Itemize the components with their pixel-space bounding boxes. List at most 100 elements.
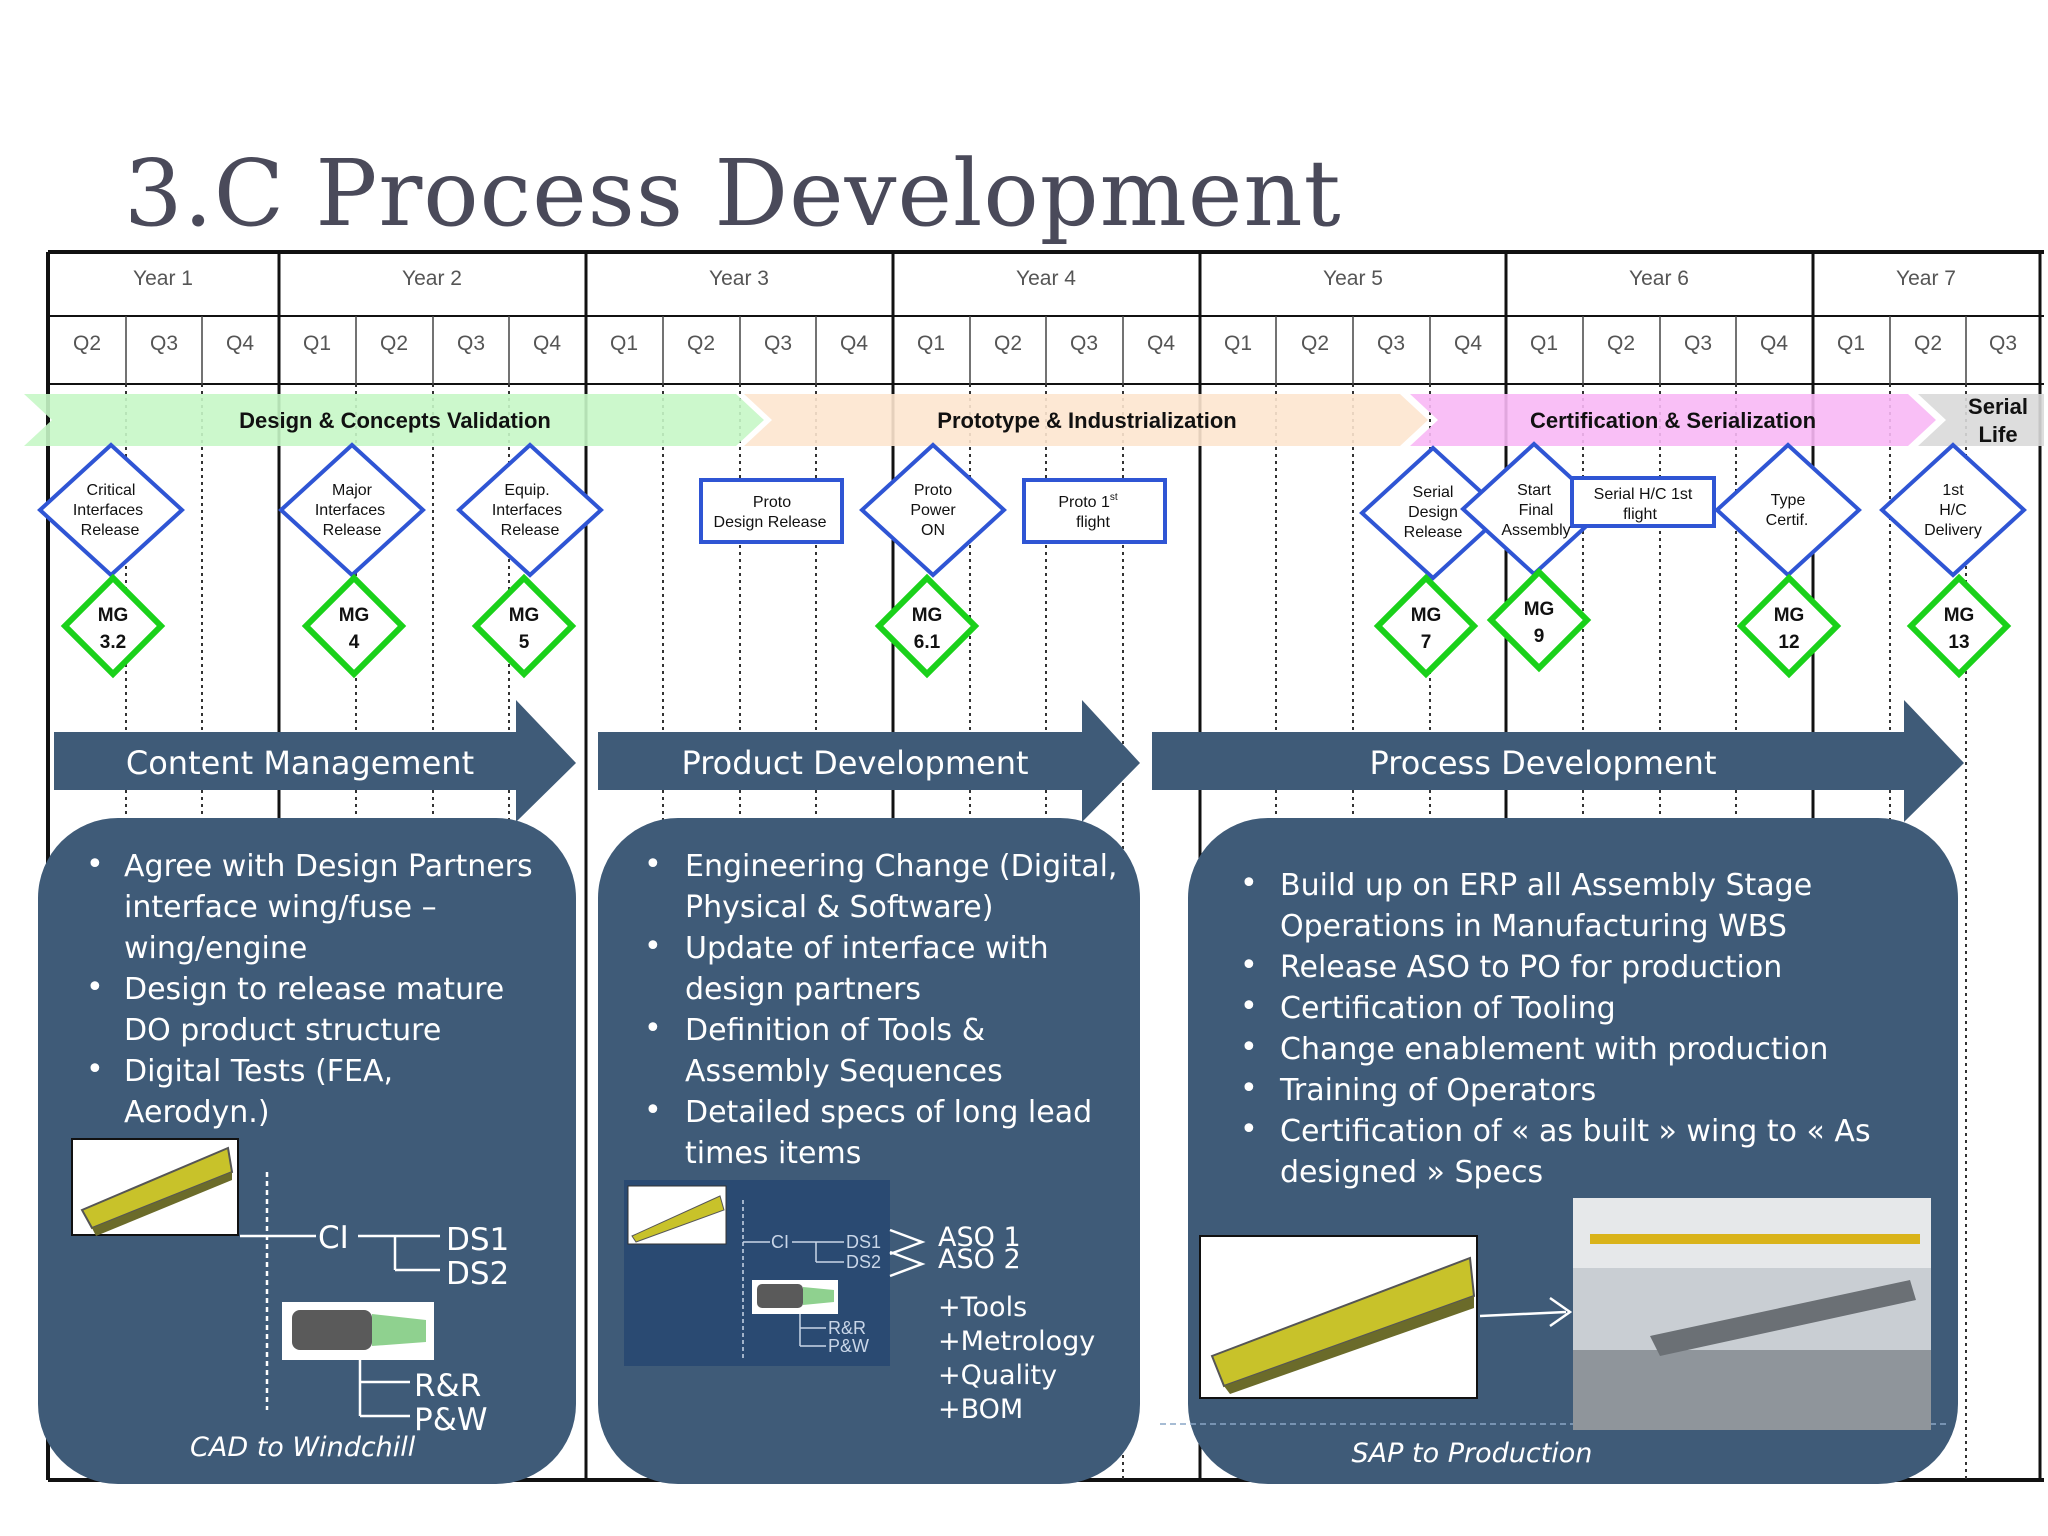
- bullet-line: Certification of Tooling: [1280, 991, 1616, 1026]
- phase-certification-label: Certification & Serialization: [1530, 408, 1816, 433]
- process-caption: SAP to Production: [1352, 1438, 1593, 1469]
- milestone-label: Proto: [914, 482, 952, 499]
- quarter-label: Q2: [380, 332, 408, 355]
- bullet-line: Build up on ERP all Assembly Stage: [1280, 868, 1812, 903]
- gate-label: 5: [519, 632, 530, 653]
- phase-design-chevron: [24, 394, 764, 446]
- milestone-label: Critical: [87, 482, 136, 499]
- tree-node-ds2: DS2: [446, 1256, 509, 1292]
- milestone-labels: Critical Interfaces Release Major Interf…: [73, 482, 1982, 541]
- tree-node-ds2: DS2: [846, 1252, 881, 1272]
- milestone-label: Interfaces: [492, 502, 562, 519]
- engine-model-thumbnail: [803, 1287, 834, 1305]
- quarter-label: Q1: [917, 332, 945, 355]
- milestone-label: Major: [332, 482, 373, 499]
- bullet-dot: •: [1240, 1030, 1258, 1065]
- quarter-label: Q1: [303, 332, 331, 355]
- gate-label: MG: [509, 605, 540, 626]
- gate-labels: MG 3.2 MG 4 MG 5 MG 6.1 MG 7 MG 9 MG 12 …: [98, 599, 1975, 653]
- bullet-line: Change enablement with production: [1280, 1032, 1828, 1067]
- wing-model-image: [1224, 1296, 1474, 1394]
- quarter-label: Q1: [1224, 332, 1252, 355]
- quarter-label: Q2: [73, 332, 101, 355]
- quarter-label: Q1: [610, 332, 638, 355]
- gate-label: 13: [1948, 632, 1969, 653]
- product-development-arrow: [598, 700, 1140, 822]
- gate-diamond: [1486, 567, 1592, 673]
- bullet-dot: •: [86, 1052, 104, 1087]
- gate-label: MG: [1944, 605, 1975, 626]
- bullet-line: Engineering Change (Digital,: [685, 849, 1117, 884]
- content-tree: CI DS1 DS2 R&R P&W CAD to Windchill: [71, 1138, 509, 1463]
- bullet-line: Release ASO to PO for production: [1280, 950, 1782, 985]
- bullet-line: times items: [685, 1136, 861, 1171]
- year-label: Year 5: [1323, 267, 1383, 290]
- milestone-label: Design Release: [714, 514, 827, 531]
- quarter-label: Q3: [764, 332, 792, 355]
- year-label: Year 3: [709, 267, 769, 290]
- stream-label-content: Content Management: [126, 744, 474, 782]
- bullet-dot: •: [1240, 989, 1258, 1024]
- year-labels: Year 1 Year 2 Year 3 Year 4 Year 5 Year …: [133, 267, 1956, 290]
- stream-label-product: Product Development: [681, 744, 1028, 782]
- quarter-label: Q4: [226, 332, 254, 355]
- tree-node-ci: CI: [771, 1232, 789, 1252]
- milestone-label: Design: [1408, 504, 1458, 521]
- bullet-dot: •: [644, 1093, 662, 1128]
- gate-diamond: [301, 573, 407, 679]
- milestone-label: Delivery: [1924, 522, 1982, 539]
- deliverable-item: +BOM: [938, 1394, 1023, 1425]
- process-development-arrow: [1152, 700, 1964, 822]
- bullet-dot: •: [1240, 948, 1258, 983]
- bullet-dot: •: [1240, 1071, 1258, 1106]
- process-images: [1199, 1198, 1931, 1430]
- engine-model-thumbnail: [372, 1314, 426, 1346]
- deliverable-item: +Quality: [938, 1360, 1057, 1391]
- milestone-label: flight: [1623, 506, 1657, 523]
- deliverable-item: +Metrology: [938, 1326, 1095, 1357]
- bullet-dot: •: [644, 847, 662, 882]
- bullet-dot: •: [86, 970, 104, 1005]
- bullet-line: interface wing/fuse –: [124, 890, 437, 925]
- quarter-label: Q1: [1530, 332, 1558, 355]
- milestone-label: Release: [1404, 524, 1463, 541]
- milestone-proto-flight-box: [1022, 478, 1167, 544]
- gate-label: 6.1: [914, 632, 941, 653]
- milestone-label: Equip.: [504, 482, 549, 499]
- quarter-label: Q4: [1454, 332, 1482, 355]
- phase-prototype-label: Prototype & Industrialization: [937, 408, 1236, 433]
- bullet-dot: •: [644, 1011, 662, 1046]
- milestone-type-certif-diamond: [1714, 442, 1862, 578]
- gate-diamond: [471, 573, 577, 679]
- milestone-label: flight: [1076, 514, 1110, 531]
- milestone-label: Proto 1st: [1058, 492, 1118, 511]
- bullet-line: Digital Tests (FEA,: [124, 1054, 393, 1089]
- milestone-label: Type: [1771, 492, 1806, 509]
- gate-label: 3.2: [100, 632, 126, 653]
- gate-diamond: [1906, 573, 2012, 679]
- wing-model-thumbnail: [92, 1172, 232, 1236]
- milestone-shapes: [37, 441, 2027, 581]
- flow-arrow: [1479, 1310, 1567, 1318]
- bullet-dot: •: [644, 929, 662, 964]
- gate-label: MG: [98, 605, 129, 626]
- milestone-first-hc-diamond: [1879, 442, 2027, 578]
- gate-diamond: [1736, 573, 1842, 679]
- quarter-label: Q3: [1684, 332, 1712, 355]
- product-tree: CI DS1 DS2 R&R P&W ASO 1 ASO 2 +Tools +M…: [624, 1180, 1095, 1425]
- milestone-label: Interfaces: [73, 502, 143, 519]
- milestone-label: ON: [921, 522, 945, 539]
- quarter-label: Q2: [687, 332, 715, 355]
- bullet-dot: •: [1240, 1112, 1258, 1147]
- quarter-label: Q4: [533, 332, 561, 355]
- gate-label: 12: [1778, 632, 1799, 653]
- milestone-critical-diamond: [37, 442, 185, 578]
- milestone-label: Certif.: [1766, 512, 1809, 529]
- phase-design-label: Design & Concepts Validation: [239, 408, 551, 433]
- milestone-major-diamond: [278, 442, 426, 578]
- bullet-line: Training of Operators: [1279, 1073, 1596, 1108]
- gate-shapes: [60, 567, 2012, 679]
- content-bullets: • Agree with Design Partners interface w…: [86, 847, 533, 1130]
- milestone-label: Serial H/C 1st: [1594, 486, 1693, 503]
- quarter-label: Q2: [1607, 332, 1635, 355]
